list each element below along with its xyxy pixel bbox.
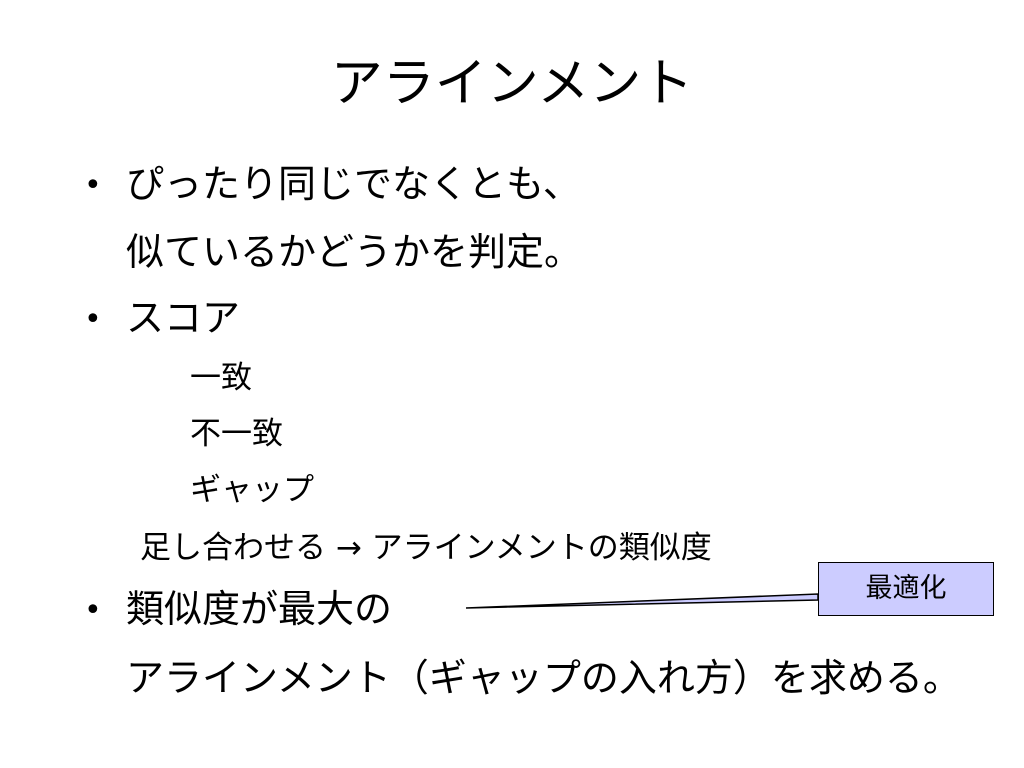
bullet-marker: • [84,593,102,628]
bullet1-line2: 似ているかどうかを判定。 [126,230,583,274]
bullet3-line2: アラインメント（ギャップの入れ方）を求める。 [126,656,961,700]
bullet-marker: • [84,168,102,203]
slide-title: アラインメント [330,54,694,114]
bullet1-line1: ぴったり同じでなくとも、 [126,162,581,206]
bullet-marker: • [84,302,102,337]
score-item-mismatch: 不一致 [190,416,283,452]
score-item-gap: ギャップ [190,472,314,508]
score-item-match: 一致 [190,360,252,396]
score-summary: 足し合わせる → アラインメントの類似度 [140,530,712,566]
bullet3-line1: 類似度が最大の [126,587,393,631]
callout-label: 最適化 [865,573,947,604]
callout-box: 最適化 [818,562,994,616]
bullet2-text: スコア [126,296,241,340]
